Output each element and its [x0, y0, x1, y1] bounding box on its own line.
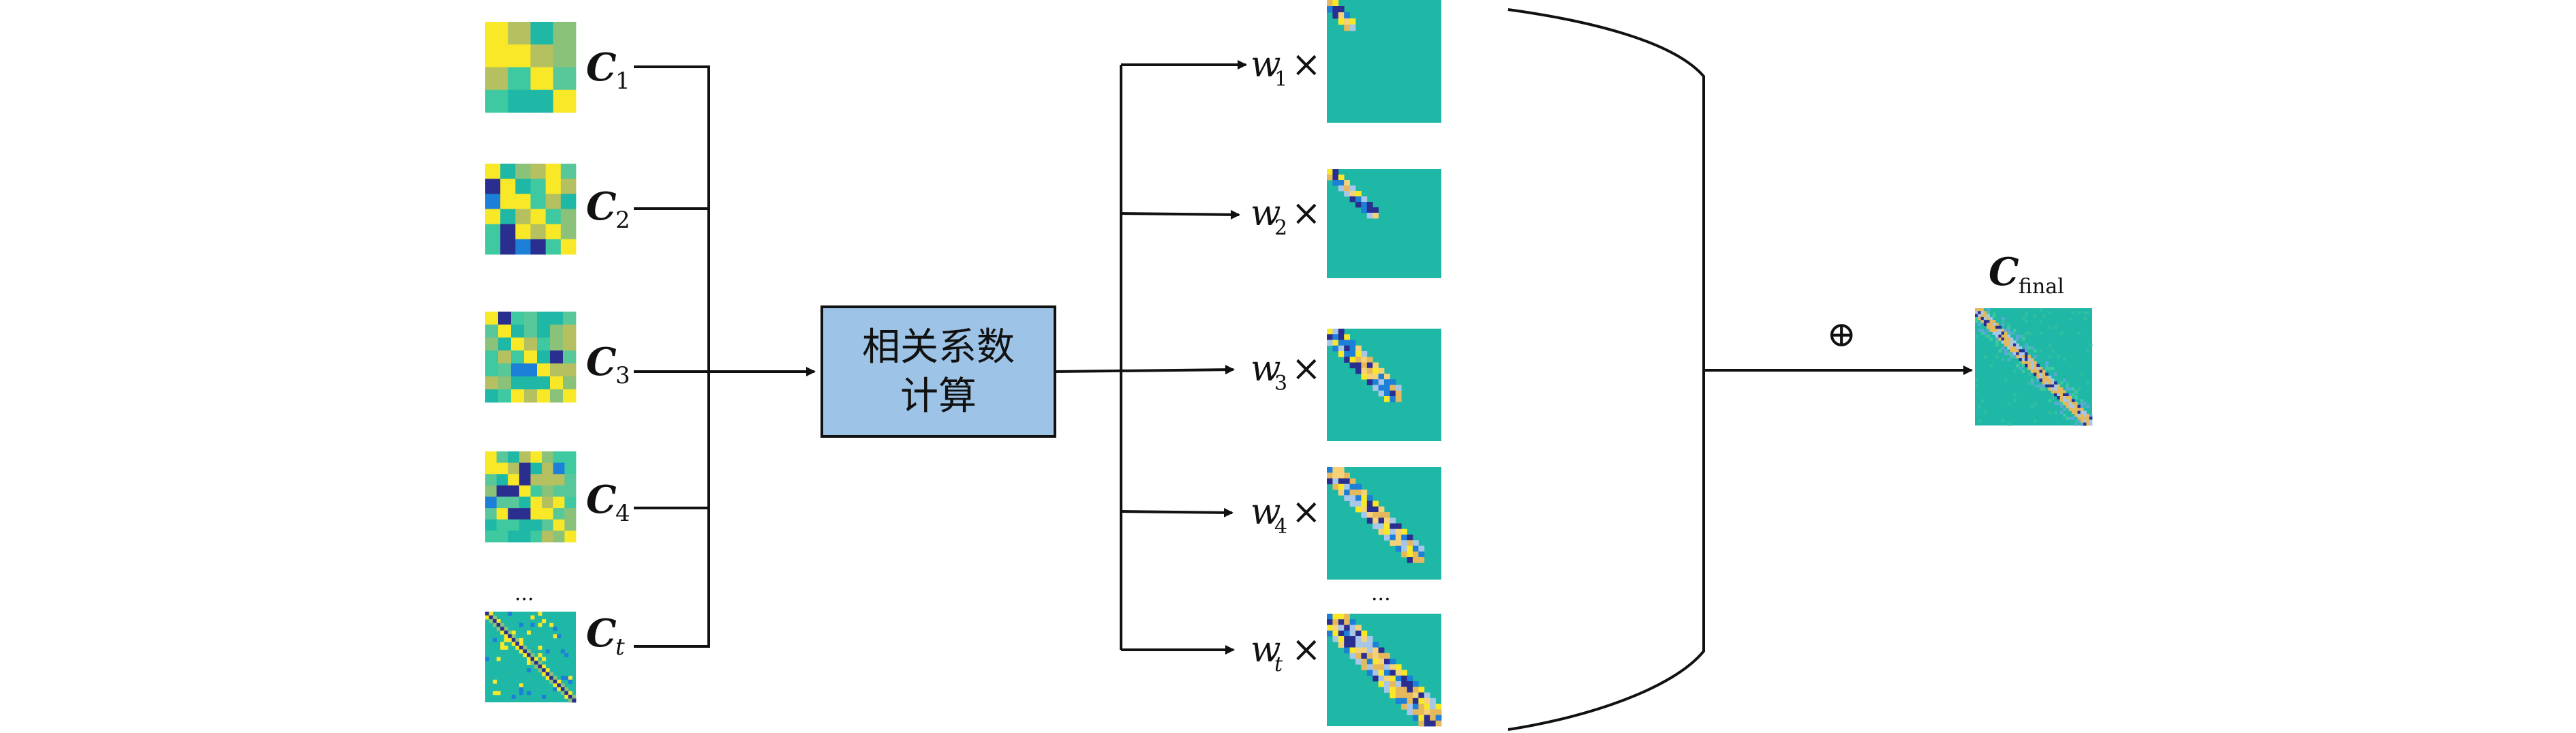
svg-text:w: w	[1251, 629, 1281, 670]
aggregation-bracket	[1507, 8, 1705, 731]
weight-label-t: w t ×	[1251, 629, 1321, 676]
svg-text:4: 4	[1274, 515, 1287, 539]
svg-text:C: C	[1989, 250, 2019, 295]
correlation-box-line2: 计算	[900, 374, 977, 419]
output-matrix	[1975, 308, 2093, 426]
input-label-1: C 1	[586, 45, 630, 95]
input-heatmap-5	[485, 612, 577, 703]
weighted-heatmap-2	[1327, 169, 1441, 278]
weighted-heatmap-5	[1327, 614, 1442, 727]
svg-text:×: ×	[1291, 44, 1321, 85]
svg-text:C: C	[586, 611, 617, 656]
correlation-box: 相关系数 计算	[821, 305, 1056, 438]
svg-text:C: C	[586, 340, 617, 385]
svg-text:3: 3	[615, 362, 630, 389]
input-ellipsis: ...	[515, 582, 534, 605]
output-label: C final	[1989, 250, 2064, 299]
svg-text:3: 3	[1274, 372, 1287, 395]
svg-text:t: t	[1274, 653, 1283, 676]
input-connectors	[634, 65, 816, 648]
svg-text:2: 2	[615, 207, 630, 234]
svg-text:final: final	[2019, 275, 2064, 299]
input-label-4: C 4	[586, 477, 630, 527]
svg-text:×: ×	[1291, 492, 1321, 533]
input-heatmap-1	[485, 22, 577, 113]
svg-text:1: 1	[1274, 68, 1287, 91]
weight-label-1: w 1 ×	[1251, 44, 1321, 91]
weight-label-3: w 3 ×	[1251, 348, 1321, 395]
output-heatmap	[1975, 308, 2093, 426]
svg-text:2: 2	[1274, 216, 1287, 240]
sum-symbol: ⊕	[1826, 314, 1856, 355]
svg-text:×: ×	[1291, 629, 1321, 670]
svg-text:×: ×	[1291, 193, 1321, 234]
svg-text:C: C	[586, 477, 617, 522]
svg-text:t: t	[615, 633, 625, 661]
input-heatmap-4	[485, 451, 577, 543]
svg-text:w: w	[1251, 44, 1281, 85]
svg-text:×: ×	[1291, 348, 1321, 389]
svg-text:w: w	[1251, 348, 1281, 389]
correlation-box-line1: 相关系数	[862, 325, 1015, 370]
correlation-box-rect	[821, 305, 1056, 438]
weight-label-2: w 2 ×	[1251, 193, 1321, 240]
input-label-3: C 3	[586, 340, 630, 389]
svg-text:C: C	[586, 184, 617, 229]
weight-ellipsis: ...	[1371, 582, 1391, 605]
svg-text:w: w	[1251, 492, 1281, 533]
weighted-heatmap-1	[1327, 0, 1441, 123]
weighted-matrices	[1327, 0, 1442, 727]
weighted-heatmap-4	[1327, 467, 1441, 580]
input-heatmap-2	[485, 164, 577, 255]
input-label-2: C 2	[586, 184, 630, 234]
weight-label-4: w 4 ×	[1251, 492, 1321, 539]
svg-text:1: 1	[615, 68, 630, 95]
input-matrices	[485, 22, 577, 703]
weight-connectors	[1054, 60, 1247, 655]
input-label-t: C t	[586, 611, 625, 661]
weighted-heatmap-3	[1327, 329, 1441, 441]
svg-text:4: 4	[615, 500, 630, 527]
input-heatmap-3	[485, 312, 577, 403]
svg-text:w: w	[1251, 193, 1281, 234]
svg-text:C: C	[586, 45, 617, 90]
